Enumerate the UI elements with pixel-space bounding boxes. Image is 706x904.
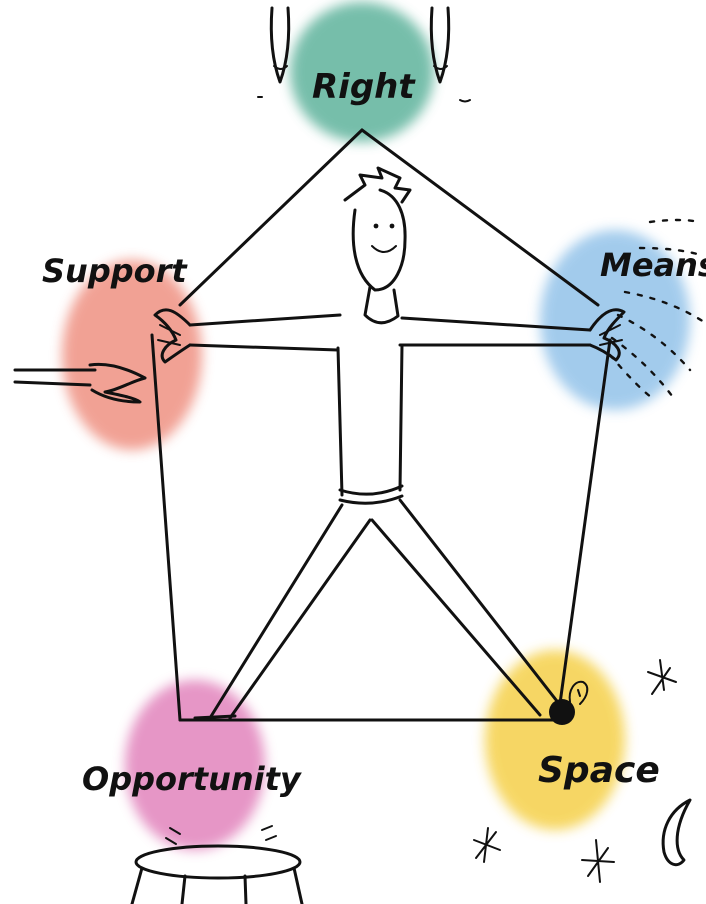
label-support: Support (42, 252, 188, 290)
star-icon-2 (474, 828, 500, 862)
star-icon-3 (582, 840, 614, 882)
person-figure (190, 168, 590, 718)
lamp-icon-right (431, 8, 470, 102)
label-means: Means (600, 246, 706, 284)
moon-icon (663, 800, 690, 865)
lamp-icon-left (258, 8, 289, 97)
label-right: Right (312, 67, 416, 107)
label-opportunity: Opportunity (82, 760, 302, 798)
star-icon-1 (648, 660, 676, 694)
house-outline (152, 130, 610, 720)
label-space: Space (538, 750, 660, 791)
